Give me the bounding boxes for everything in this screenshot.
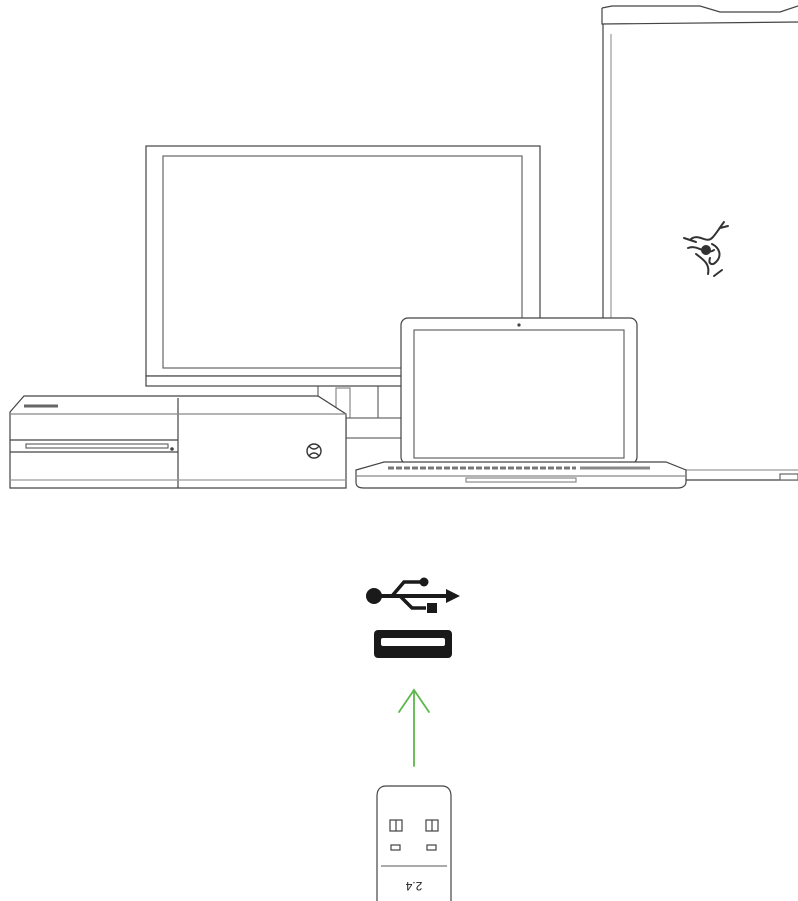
dongle-label: 2.4 (405, 879, 422, 893)
game-console (10, 396, 346, 488)
usb-icon (366, 578, 460, 614)
arrow-up-icon (399, 690, 429, 766)
laptop (356, 318, 686, 488)
razer-logo-icon (684, 222, 728, 276)
usb-port-icon (374, 630, 452, 658)
